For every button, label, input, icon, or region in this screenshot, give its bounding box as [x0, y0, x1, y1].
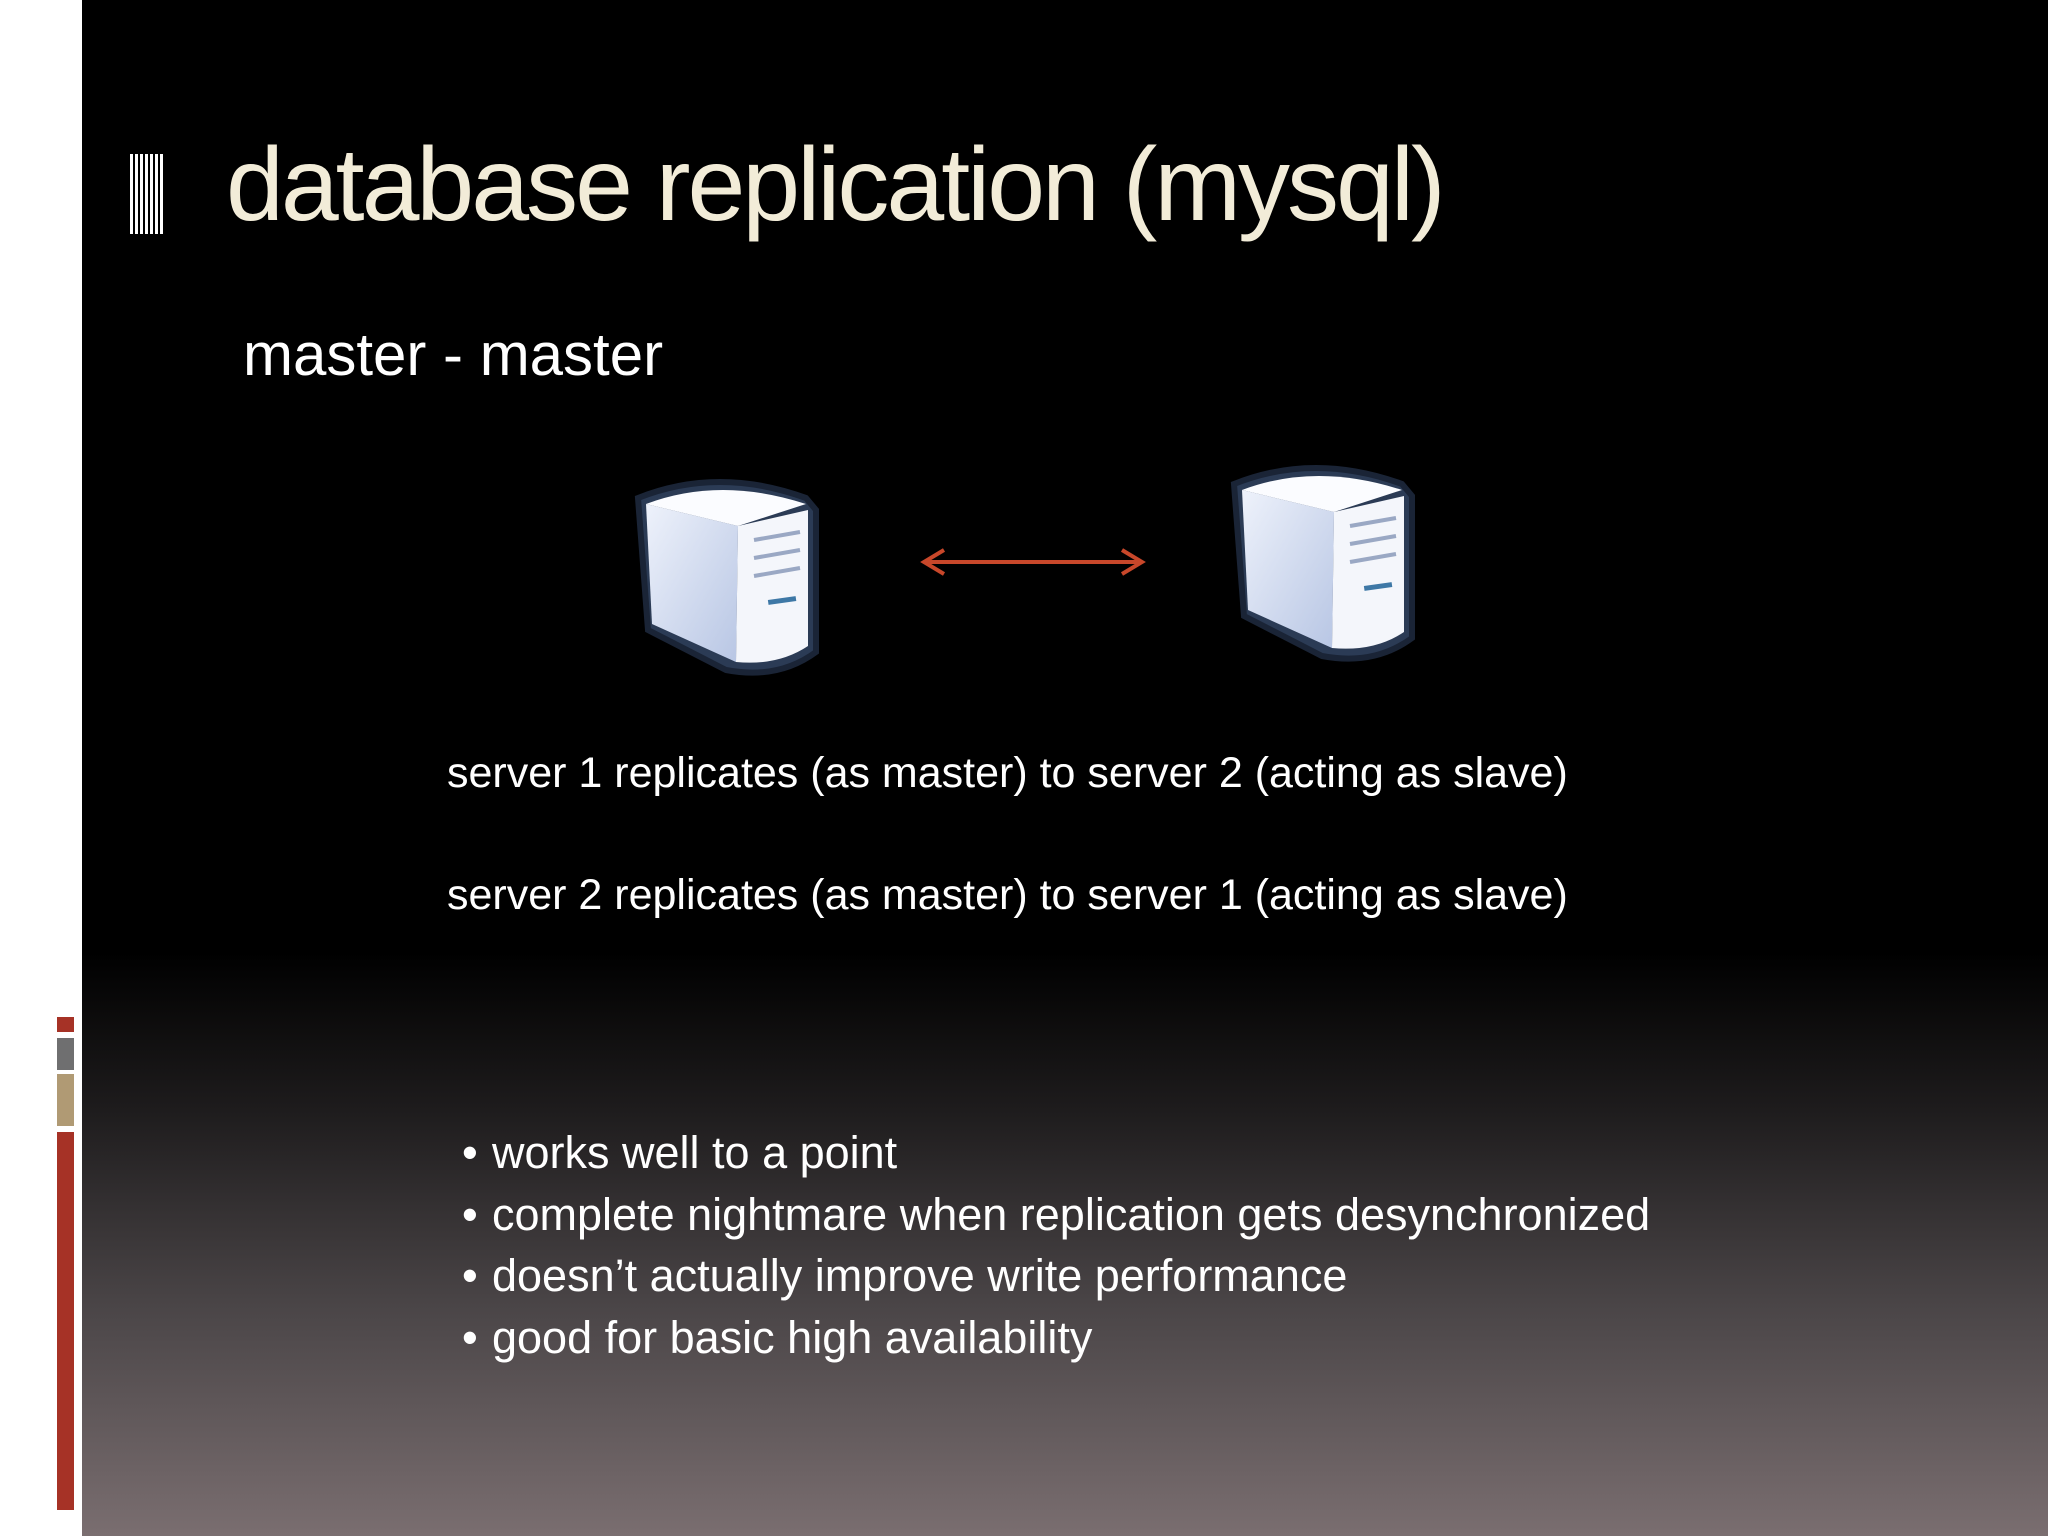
accent-block-gray — [57, 1038, 74, 1070]
accent-block-red-tall — [57, 1132, 74, 1510]
slide-subtitle: master - master — [243, 321, 664, 388]
slide-title: database replication (mysql) — [226, 127, 1446, 243]
replication-description-1: server 1 replicates (as master) to serve… — [447, 749, 1568, 797]
list-item: • works well to a point — [462, 1122, 1650, 1184]
bullet-glyph: • — [462, 1311, 478, 1363]
list-item: • good for basic high availability — [462, 1307, 1650, 1369]
accent-block-red-small — [57, 1017, 74, 1032]
replication-description-2: server 2 replicates (as master) to serve… — [447, 871, 1568, 919]
server-icon — [634, 479, 819, 676]
bullet-text: complete nightmare when replication gets… — [492, 1188, 1651, 1240]
server-icon — [1230, 465, 1415, 662]
bullet-glyph: • — [462, 1127, 478, 1178]
decorative-stripes — [130, 154, 164, 234]
bullet-list: • works well to a point • complete nightma… — [462, 1122, 1650, 1368]
bullet-text: doesn’t actually improve write performan… — [492, 1250, 1348, 1301]
slide — [82, 0, 2048, 1536]
bullet-glyph: • — [462, 1250, 478, 1301]
list-item: • complete nightmare when replication get… — [462, 1184, 1650, 1246]
bullet-text: good for basic high availability — [492, 1311, 1093, 1363]
bidirectional-arrow-icon — [920, 548, 1146, 576]
accent-block-tan — [57, 1074, 74, 1126]
list-item: • doesn’t actually improve write performa… — [462, 1245, 1650, 1307]
bullet-glyph: • — [462, 1188, 478, 1240]
bullet-text: works well to a point — [492, 1127, 898, 1178]
